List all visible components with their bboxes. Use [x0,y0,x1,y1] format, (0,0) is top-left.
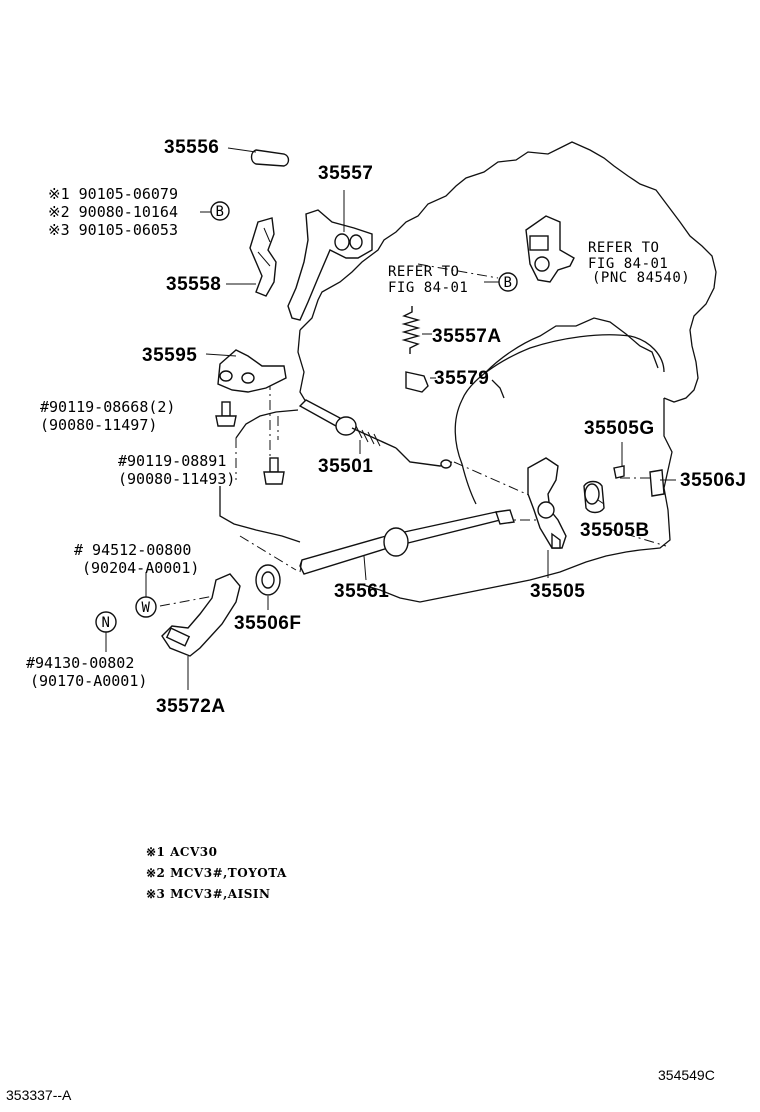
part-35579-pin [405,371,436,393]
figure-code-right: 354549C [658,1067,715,1083]
label-35556: 35556 [164,137,219,158]
part-35501-rod [298,399,453,469]
circle-mark-w: W [135,596,157,618]
part-35505B-bushing [583,480,605,514]
alt-number-3: ※3 90105-06053 [48,221,178,239]
label-35557A: 35557A [432,326,502,347]
footnote-3: ※3 MCV3#,AISIN [146,887,270,901]
leader-lines [105,211,676,652]
refer-1-line-3: (PNC 84540) [592,270,690,286]
figure-code-left: 353337--A [6,1087,72,1103]
refer-2-line-1: REFER TO [388,264,459,280]
alt-number-1: ※1 90105-06079 [48,185,178,203]
svg-text:W: W [142,600,151,616]
label-35572A: 35572A [156,696,226,717]
label-35558: 35558 [166,274,221,295]
footnote-1: ※1 ACV30 [146,845,217,859]
refer-1-line-2: FIG 84-01 [588,256,668,272]
circle-mark-n: N [95,611,117,633]
part-35506J-clip [649,469,665,497]
alt-number-8: # 94512-00800 [74,541,191,559]
alt-number-4: #90119-08668(2) [40,398,175,416]
svg-text:B: B [216,204,225,220]
part-35505G-clip [613,465,625,479]
part-35561-shaft [299,509,515,581]
alt-number-10: #94130-00802 [26,654,134,672]
label-35501: 35501 [318,456,373,477]
label-35557: 35557 [318,163,373,184]
alt-number-11: (90170-A0001) [30,672,147,690]
part-35557A-spring [401,306,432,354]
circle-mark-b-1: B [210,201,230,221]
label-35505B: 35505B [580,520,650,541]
bolt-90119-08891 [263,457,285,485]
part-35505-lever [527,457,567,578]
refer-1-line-1: REFER TO [588,240,659,256]
alt-number-7: (90080-11493) [118,470,235,488]
part-35595-bracket [205,349,287,393]
refer-2-line-2: FIG 84-01 [388,280,468,296]
footnote-2: ※2 MCV3#,TOYOTA [146,866,287,880]
svg-text:B: B [504,275,513,291]
circle-mark-b-2: B [498,272,518,292]
part-35506F-seal [255,564,281,610]
alt-number-2: ※2 90080-10164 [48,203,178,221]
label-35506F: 35506F [234,613,301,634]
label-35506J: 35506J [680,470,746,491]
part-35556-pin [227,147,290,167]
alt-number-5: (90080-11497) [40,416,157,434]
svg-text:N: N [102,615,111,631]
label-35505G: 35505G [584,418,655,439]
label-35579: 35579 [434,368,489,389]
label-35595: 35595 [142,345,197,366]
neutral-switch [525,215,575,283]
alt-number-9: (90204-A0001) [82,559,199,577]
alt-number-6: #90119-08891 [118,452,226,470]
label-35505: 35505 [530,581,585,602]
part-35558-clip [226,217,277,297]
label-35561: 35561 [334,581,389,602]
part-35557-lever [287,190,373,321]
bolt-90119-08668 [215,401,237,427]
part-35572A-lever [161,573,241,690]
